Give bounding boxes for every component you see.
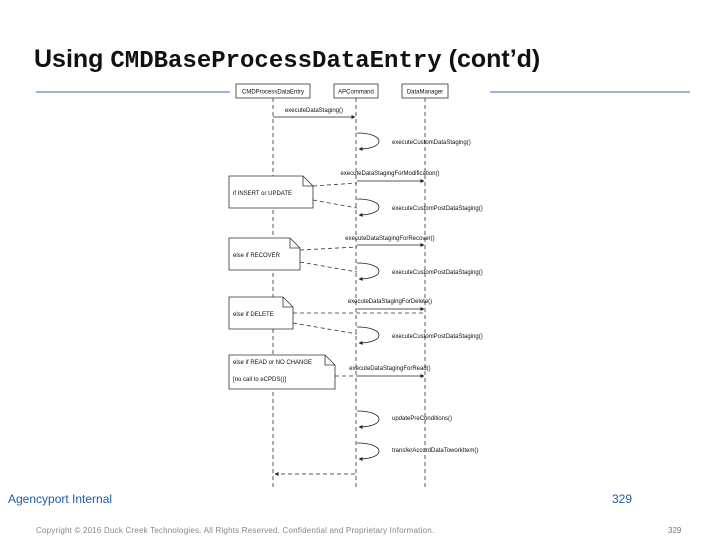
note-connector: [312, 199, 358, 209]
self-call-arrow: [356, 442, 380, 461]
note-read-no-change: else if READ or NO CHANGE [no call to eC…: [228, 354, 336, 390]
message-label: executeCustomPostDataStaging(): [392, 334, 483, 340]
message-label: executeDataStagingForRead(): [349, 366, 430, 372]
footer-page: 329: [612, 492, 633, 506]
title-code: CMDBaseProcessDataEntry: [110, 48, 442, 75]
note-text: if INSERT or UPDATE: [233, 191, 292, 197]
note-text: else if RECOVER: [233, 253, 281, 259]
participant-apcommand: APCommand: [333, 83, 379, 99]
message-label: executeDataStagingForModification(): [340, 171, 439, 177]
self-call-arrow: [356, 132, 380, 151]
message-label: executeDataStaging(): [285, 108, 343, 114]
message-label: executeCustomDataStaging(): [392, 140, 471, 146]
note-text: else if DELETE: [233, 312, 274, 318]
note-connector: [292, 322, 358, 335]
message-label: transferAccordDataToworkItem(): [392, 448, 478, 454]
note-text-secondary: [no call to eCPDS()]: [233, 377, 286, 383]
self-call-arrow: [356, 410, 380, 429]
participant-cmdprocessdataentry: CMDProcessDataEntry: [235, 83, 311, 99]
copyright-text: Copyright © 2016 Duck Creek Technologies…: [36, 526, 435, 535]
note-recover: else if RECOVER: [228, 237, 301, 271]
slide-title: Using CMDBaseProcessDataEntry (cont’d): [34, 45, 540, 75]
self-call-arrow: [356, 326, 380, 345]
message-label: executeDataStagingForRecover(): [345, 236, 434, 242]
title-suffix: (cont’d): [441, 45, 541, 73]
participant-label: CMDProcessDataEntry: [242, 90, 304, 96]
note-connector: [299, 246, 358, 251]
page-number: 329: [668, 526, 682, 535]
note-text: else if READ or NO CHANGE: [233, 360, 312, 366]
self-call-arrow: [356, 198, 380, 217]
message-label: updatePreConditions(): [392, 416, 452, 422]
note-connector: [312, 182, 358, 187]
message-label: executeDataStagingForDelete(): [348, 299, 432, 305]
title-prefix: Using: [34, 45, 111, 73]
lifelines: [272, 98, 426, 490]
note-connector: [299, 261, 358, 273]
participant-label: APCommand: [338, 90, 374, 96]
message-label: executeCustomPostDataStaging(): [392, 270, 483, 276]
self-call-arrow: [356, 262, 380, 281]
participant-label: DataManager: [407, 90, 443, 96]
footer-label: Agencyport Internal: [8, 492, 113, 506]
message-label: executeCustomPostDataStaging(): [392, 206, 483, 212]
note-delete: else if DELETE: [228, 296, 294, 330]
participant-datamanager: DataManager: [401, 83, 449, 99]
note-insert-update: if INSERT or UPDATE: [228, 175, 314, 209]
